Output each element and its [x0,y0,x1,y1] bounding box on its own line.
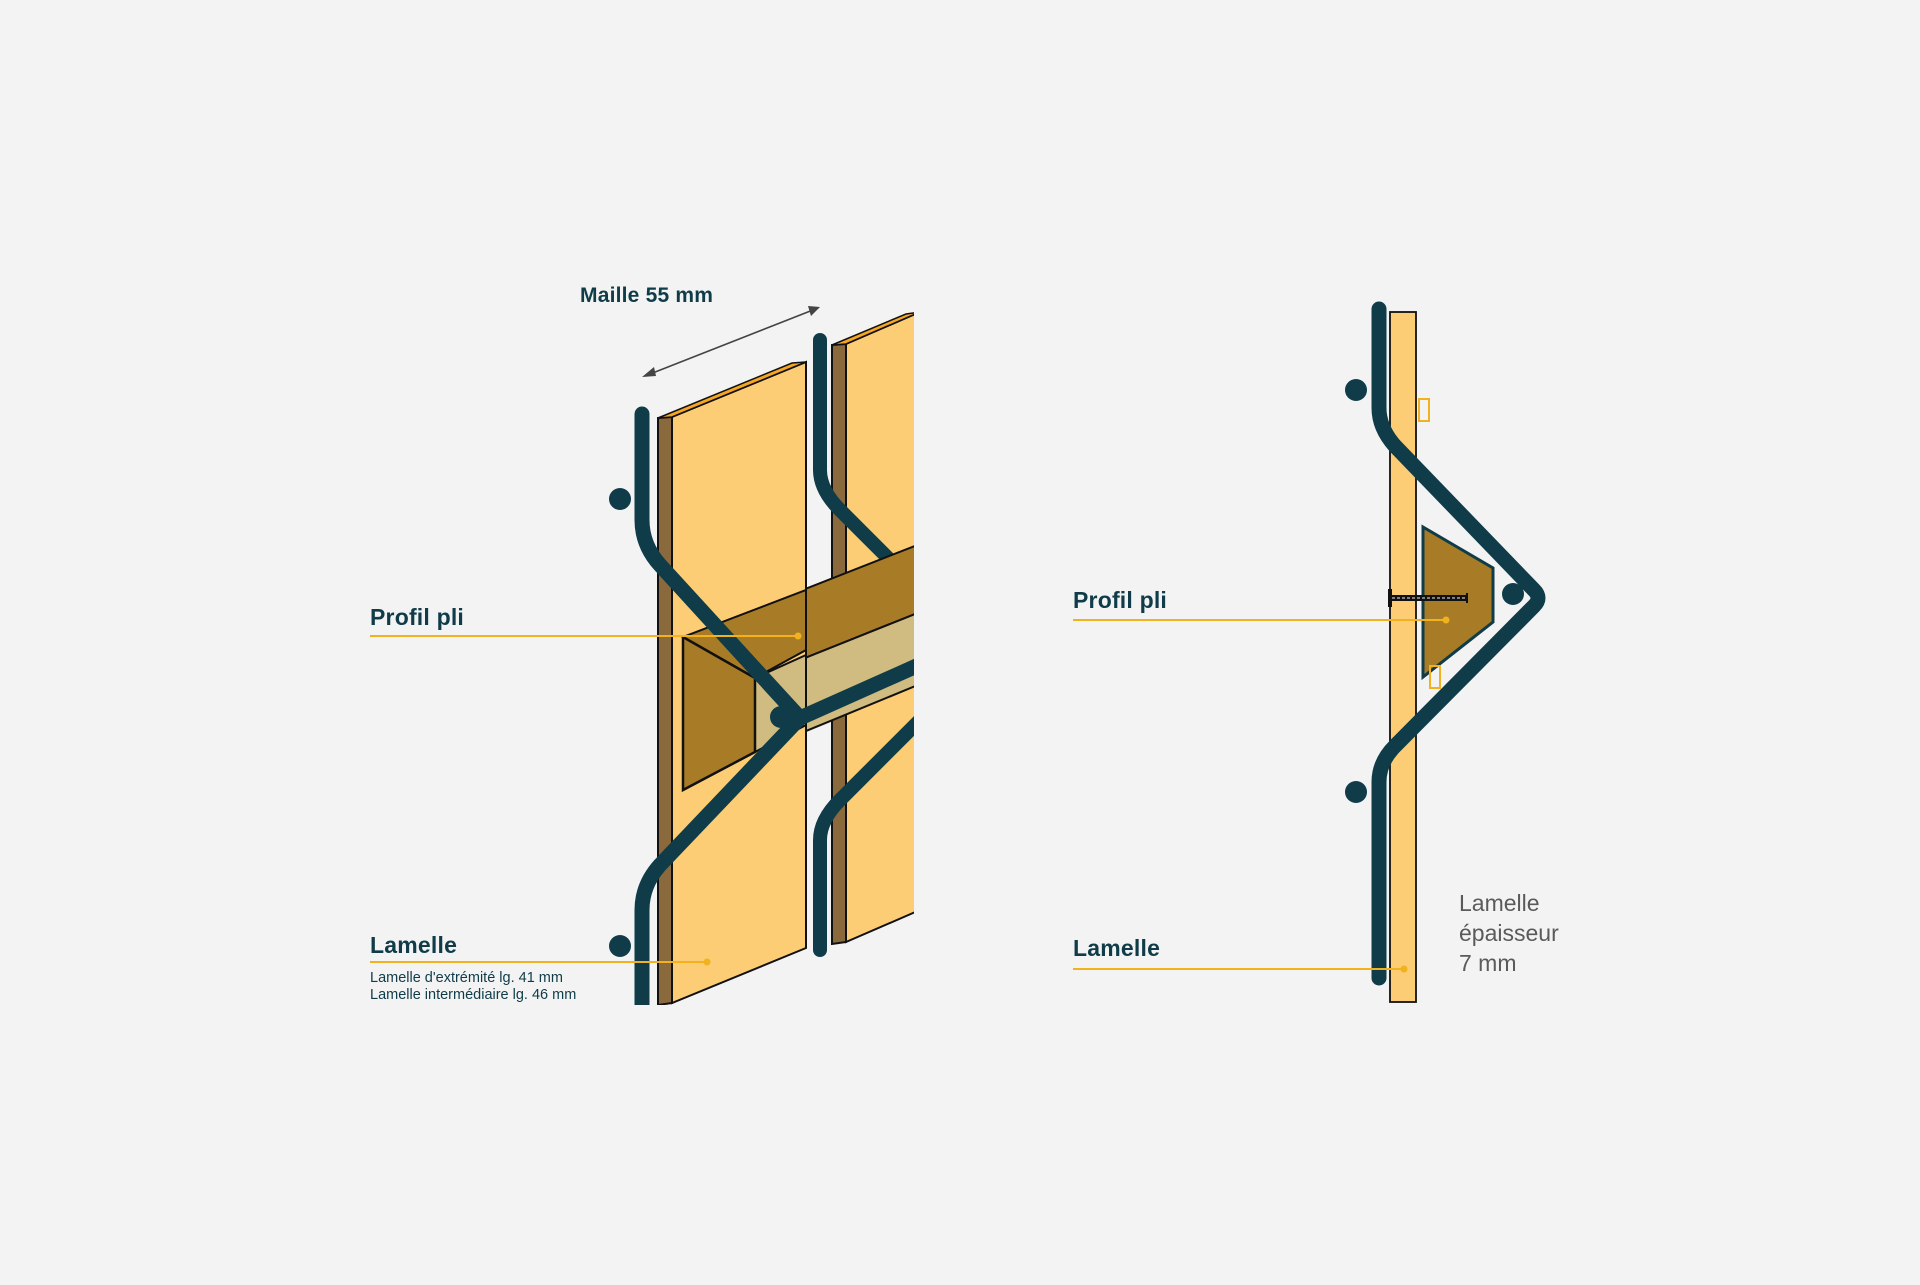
back-wire-lower [813,716,914,957]
back-wire [813,333,914,594]
section-view [1345,301,1546,1003]
section-node-2 [1502,583,1524,605]
mesh-dimension-label: Maille 55 mm [580,284,714,307]
section-slat-label: Lamelle [1073,935,1161,961]
thickness-line-2: épaisseur [1459,920,1559,946]
slat-note-middle: Lamelle intermédiaire lg. 46 mm [370,987,577,1003]
screw [1388,589,1468,607]
perspective-leaders [370,632,802,966]
slat-note-end: Lamelle d'extrémité lg. 41 mm [370,970,563,986]
wire-node-2 [770,706,792,728]
wire-node-3 [609,935,631,957]
section-node-1 [1345,379,1367,401]
section-profile [1421,524,1495,681]
wire-node-1 [609,488,631,510]
section-node-3 [1345,781,1367,803]
section-wire [1371,301,1546,986]
thickness-line-3: 7 mm [1459,950,1517,976]
section-slat [1389,311,1417,1003]
mesh-dimension-arrow [642,306,820,377]
section-leaders [1073,616,1450,973]
perspective-view [609,312,914,1005]
perspective-profile-label: Profil pli [370,604,464,630]
section-profile-label: Profil pli [1073,587,1167,613]
perspective-slat-label: Lamelle [370,932,458,958]
horizontal-wire [792,658,914,726]
thickness-line-1: Lamelle [1459,890,1540,916]
